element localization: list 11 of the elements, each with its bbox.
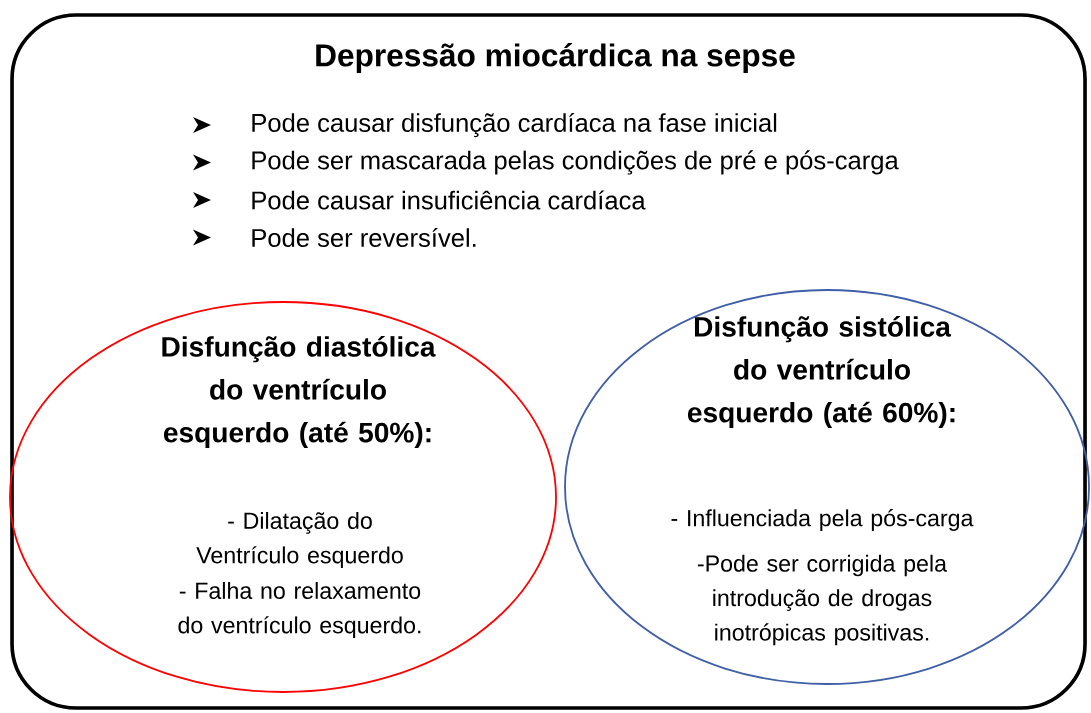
body-text: - Dilatação do Ventrículo esquerdo (196, 511, 403, 569)
body-text: - Influenciada pela pós-carga (671, 509, 974, 531)
title: Depressão miocárdica na sepse (316, 43, 795, 73)
bullet-text: Pode causar insuficiência cardíaca (252, 190, 646, 210)
body-text: - Falha no relaxamento do ventrículo esquerdo. (178, 581, 421, 639)
heading: Disfunção sistólica do ventrículo esquerdo (até 60%): (687, 315, 955, 429)
body-text: -Pode ser corrigida pela introdução de drogas inotrópicas positivas. (698, 554, 947, 646)
bullet-text: Pode ser mascarada pelas condições de pré e pós-carga (252, 150, 899, 175)
bullet-text: Pode causar disfunção cardíaca na fase inicial (252, 112, 777, 138)
heading: Disfunção diastólica do ventrículo esquerdo (até 50%): (162, 335, 436, 449)
bullet-text: Pode ser reversível. (252, 227, 476, 247)
